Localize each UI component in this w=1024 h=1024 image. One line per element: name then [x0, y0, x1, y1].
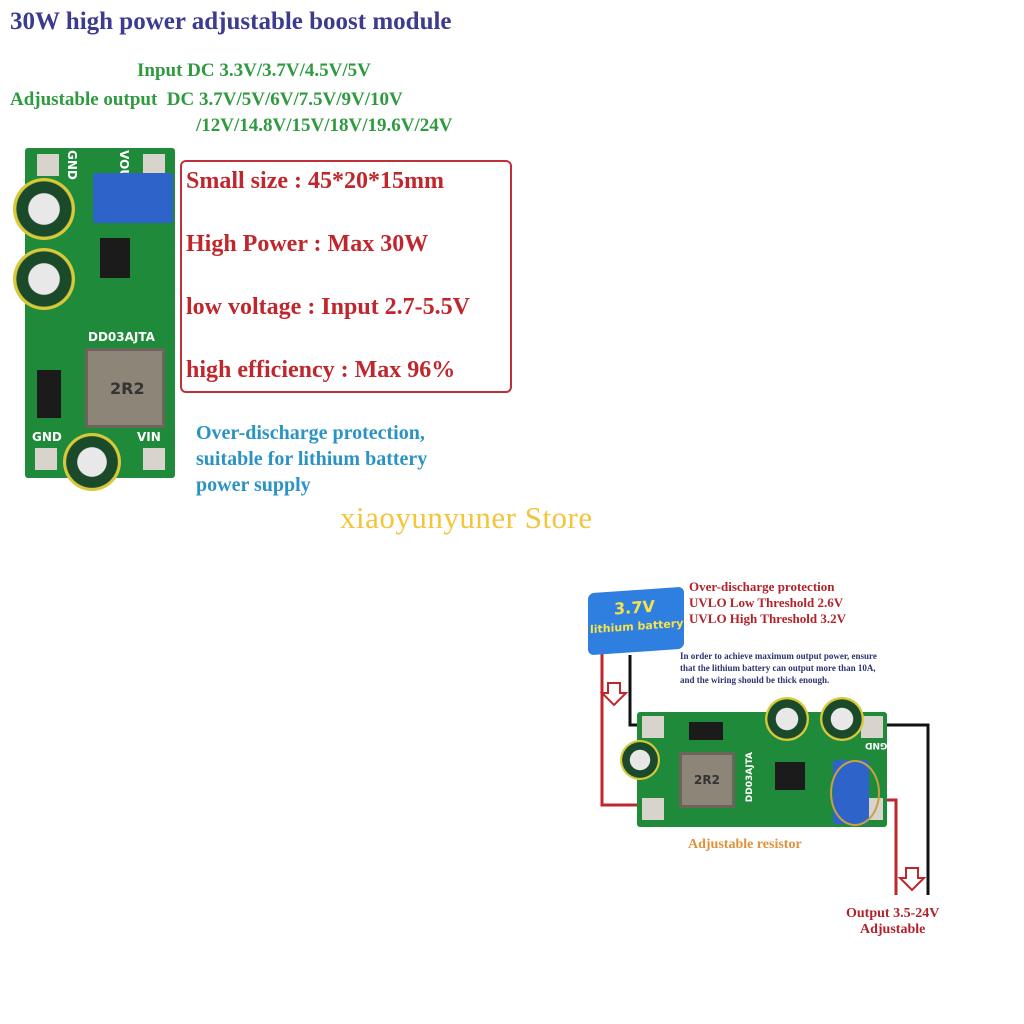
output-spec-continued: /12V/14.8V/15V/18V/19.6V/24V [196, 115, 453, 136]
inductor-label: 2R2 [110, 379, 145, 398]
protection-text: Over-discharge protection, suitable for … [196, 420, 427, 498]
uvlo-line: Over-discharge protection [689, 579, 835, 594]
protection-line: suitable for lithium battery [196, 448, 428, 470]
feature-power: High Power : Max 30W [186, 231, 429, 257]
store-watermark: xiaoyunyuner Store [340, 500, 593, 535]
gnd-pad [861, 716, 883, 738]
features-box: Small size : 45*20*15mm High Power : Max… [180, 160, 512, 393]
boost-module-pcb: GND VOUT DD03AJTA 2R2 GND VIN [13, 148, 175, 491]
vin-pad [642, 798, 664, 820]
output-label: Output 3.5-24V Adjustable [846, 906, 939, 938]
model-label: DD03AJTA [745, 752, 755, 803]
output-line: Adjustable [860, 922, 926, 937]
vin-label: VIN [137, 430, 161, 444]
input-spec: Input DC 3.3V/3.7V/4.5V/5V [137, 60, 371, 81]
inductor: 2R2 [85, 348, 165, 428]
capacitor [620, 740, 660, 780]
diode [689, 722, 723, 740]
capacitor [13, 248, 75, 310]
feature-efficiency: high efficiency : Max 96% [186, 357, 456, 383]
feature-voltage: low voltage : Input 2.7-5.5V [186, 294, 471, 320]
adjustable-resistor-highlight [830, 760, 880, 826]
inductor-label: 2R2 [694, 773, 720, 787]
uvlo-line: UVLO High Threshold 3.2V [689, 611, 847, 626]
feature-size: Small size : 45*20*15mm [186, 168, 444, 194]
diode [37, 370, 61, 418]
output-line: Output 3.5-24V [846, 906, 940, 921]
lithium-battery: 3.7V lithium battery [588, 586, 684, 656]
uvlo-info: Over-discharge protection UVLO Low Thres… [689, 579, 846, 627]
gnd-pad [642, 716, 664, 738]
ic-chip [775, 762, 805, 790]
capacitor [820, 697, 864, 741]
note-line: In order to achieve maximum output power… [680, 651, 877, 661]
output-spec: Adjustable output DC 3.7V/5V/6V/7.5V/9V/… [10, 89, 403, 110]
capacitor [765, 697, 809, 741]
note-line: and the wiring should be thick enough. [680, 675, 830, 685]
gnd-pad [35, 448, 57, 470]
battery-voltage: 3.7V [614, 596, 655, 619]
wiring-note: In order to achieve maximum output power… [680, 650, 877, 686]
note-line: that the lithium battery can output more… [680, 663, 876, 673]
vin-pad [143, 448, 165, 470]
battery-label: lithium battery [590, 616, 684, 637]
gnd-bottom-label: GND [32, 430, 62, 444]
protection-line: power supply [196, 474, 311, 496]
capacitor [13, 178, 75, 240]
inductor: 2R2 [679, 752, 735, 808]
vout-pad [143, 154, 165, 176]
gnd-label: GND [865, 740, 888, 750]
gnd-pad [37, 154, 59, 176]
potentiometer [93, 173, 173, 223]
ic-chip [100, 238, 130, 278]
page-title: 30W high power adjustable boost module [10, 8, 452, 35]
gnd-label: GND [65, 150, 79, 180]
uvlo-line: UVLO Low Threshold 2.6V [689, 595, 844, 610]
model-label: DD03AJTA [88, 330, 155, 344]
adjustable-resistor-label: Adjustable resistor [688, 837, 802, 852]
capacitor [63, 433, 121, 491]
protection-line: Over-discharge protection, [196, 422, 425, 444]
